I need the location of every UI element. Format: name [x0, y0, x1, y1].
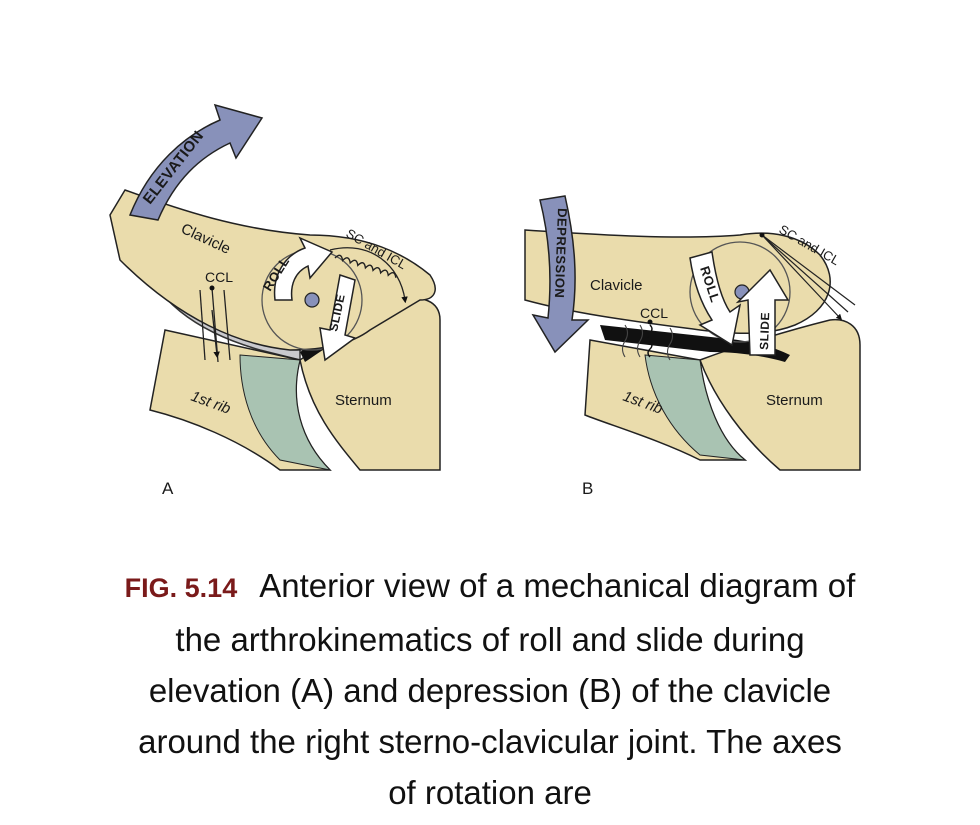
panel-a-slide-arrow: [319, 274, 357, 362]
panel-b-roll-arrow: [689, 251, 742, 347]
caption-text: Anterior view of a mechanical diagram of…: [138, 567, 856, 811]
panel-b-letter: B: [582, 479, 593, 498]
panel-b-sc-icl-ligament: [761, 234, 856, 321]
panel-b-rotation-circle: [689, 241, 791, 343]
panel-a-elevation-arrow: [128, 103, 264, 221]
panel-b-clavicle-label: Clavicle: [590, 277, 643, 294]
panel-b-joint-gap: [600, 325, 790, 362]
panel-a-sc-icl-ligament: [334, 254, 397, 278]
panel-a-ccl-ligament: [199, 287, 231, 363]
panel-b-depression-arrow: [531, 195, 590, 354]
panel-a-letter: A: [162, 479, 174, 498]
panel-a-sternum-label: Sternum: [335, 392, 392, 409]
panel-a-slide-curve: [329, 247, 408, 304]
panel-a-rib-cartilage: [239, 354, 332, 471]
panel-b-depression-label: DEPRESSION: [552, 208, 570, 299]
panel-a-elevation-label: ELEVATION: [140, 128, 208, 208]
panel-b-sternum-label: Sternum: [766, 392, 823, 409]
panel-b: DEPRESSION ROLL SLIDE Clavicle CCL SC an…: [524, 195, 861, 498]
panel-a-ccl-label: CCL: [205, 269, 233, 285]
figure-number: FIG. 5.14: [124, 573, 238, 603]
panel-a-roll-arrow: [273, 236, 334, 301]
panel-a: ELEVATION ROLL SLIDE Clavicle CCL SC and…: [109, 103, 441, 498]
panel-b-slide-arrow: [735, 268, 790, 356]
panel-a-axis-dot: [304, 292, 320, 308]
panel-b-ccl-ligament: [621, 324, 674, 361]
sternoclavicular-diagram: ELEVATION ROLL SLIDE Clavicle CCL SC and…: [109, 103, 861, 498]
panel-b-ccl-label: CCL: [640, 305, 668, 321]
panel-b-rib-cartilage: [644, 354, 747, 461]
panel-b-slide-label: SLIDE: [757, 312, 772, 350]
panel-a-ccl-point: [209, 285, 215, 291]
panel-b-ligament-point: [759, 232, 765, 238]
panel-b-ccl-point: [647, 319, 653, 325]
